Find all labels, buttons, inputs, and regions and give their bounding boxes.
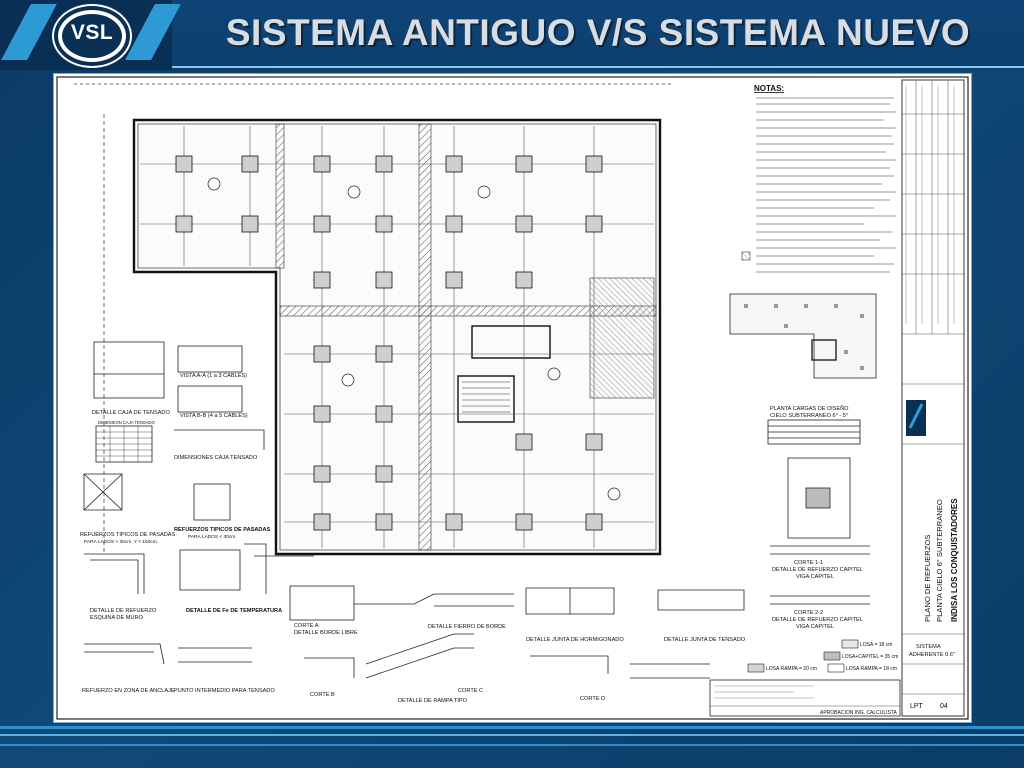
label-dimensiones-caja: DIMENSIONES CAJA TENSADO <box>174 455 258 461</box>
label-refuerzos-pasadas-a: REFUERZOS TIPICOS DE PASADAS <box>80 532 175 538</box>
label-corte-a: CORTE A <box>294 623 319 629</box>
title-block: PLANO DE REFUERZOS PLANTA CIELO 6° SUBTE… <box>901 79 965 717</box>
legend-losa: LOSA = 18 cm <box>860 642 892 648</box>
label-detalle-temperatura: DETALLE DE Fe DE TEMPERATURA <box>186 608 282 614</box>
notes-block: NOTAS: <box>741 84 896 273</box>
info-block: APROBACION ING. CALCULISTA <box>709 679 901 717</box>
tb-proyecto: INDISA LOS CONQUISTADORES <box>950 498 959 622</box>
label-corte-c: CORTE C <box>458 688 483 694</box>
label-vista-bb: VISTA B-B (4 a 5 CABLES) <box>180 413 248 419</box>
slab-legend: LOSA = 18 cm LOSA+CAPITEL = 35 cm LOSA R… <box>747 639 898 673</box>
label-viga-capitel-2: VIGA CAPITEL <box>796 624 834 630</box>
label-corte-d: CORTE D <box>580 696 605 702</box>
label-planta-cargas: PLANTA CARGAS DE DISEÑO <box>770 405 849 412</box>
tb-plano: PLANO DE REFUERZOS <box>923 535 932 622</box>
footer-line-2 <box>0 734 1024 736</box>
tb-sheet: 04 <box>940 703 948 710</box>
label-dimension-caja-table: DIMENSION CAJA TENSADO <box>98 420 155 425</box>
label-corte-11: CORTE 1-1 <box>794 560 823 566</box>
tb-sistema: SISTEMA <box>916 644 941 650</box>
tb-planta: PLANTA CIELO 6° SUBTERRANEO <box>935 499 944 622</box>
notes-title: NOTAS: <box>754 84 784 93</box>
grid-axis-markers <box>74 83 674 554</box>
label-pasadas-lados-b: PARA LADOS < 30cm. <box>188 534 237 540</box>
legend-losa-capitel: LOSA+CAPITEL = 35 cm <box>842 654 898 660</box>
label-viga-capitel: VIGA CAPITEL <box>796 574 834 580</box>
label-detalle-rampa: DETALLE DE RAMPA TIPO <box>398 698 468 704</box>
sheet-border <box>56 76 969 720</box>
label-corte-22: CORTE 2-2 <box>794 610 823 616</box>
label-fierro-borde: DETALLE FIERRO DE BORDE <box>428 624 506 630</box>
legend-losa-rampa-a: LOSA RAMPA = 20 cm <box>766 666 817 672</box>
label-cielo-sub: CIELO SUBTERRANEO 6° - 5° <box>770 413 848 419</box>
label-pasadas-lados-a: PARA LADOS > 30cm. Y < 160cm. <box>84 539 158 545</box>
label-borde-libre: DETALLE BORDE LIBRE <box>294 630 358 636</box>
label-punto-intermedio: PUNTO INTERMEDIO PARA TENSADO <box>174 688 275 694</box>
legend-losa-rampa-b: LOSA RAMPA = 18 cm <box>846 666 897 672</box>
drawing-labels: VISTA A-A (1 a 3 CABLES) VISTA B-B (4 a … <box>80 373 863 704</box>
label-detalle-capitel-2: DETALLE DE REFUERZO CAPITEL <box>772 617 863 623</box>
drawing-svg: NOTAS: VISTA A-A (1 a 3 CABLES) VISTA B-… <box>56 76 969 720</box>
title-underline <box>172 66 1024 68</box>
logo-badge: VSL <box>54 6 130 66</box>
tb-aprobacion: APROBACION ING. CALCULISTA <box>820 710 898 716</box>
footer-line-1 <box>0 726 1024 729</box>
floor-plan <box>132 118 662 556</box>
label-detalle-esquina: DETALLE DE REFUERZO <box>90 608 157 614</box>
label-detalle-caja: DETALLE CAJA DE TENSADO <box>92 410 170 416</box>
label-refuerzo-anclaje: REFUERZO EN ZONA DE ANCLAJE <box>82 688 175 694</box>
tb-code: LPT <box>910 703 924 710</box>
engineering-drawing: NOTAS: VISTA A-A (1 a 3 CABLES) VISTA B-… <box>54 74 971 722</box>
label-junta-tensado: DETALLE JUNTA DE TENSADO <box>664 637 746 643</box>
label-detalle-capitel: DETALLE DE REFUERZO CAPITEL <box>772 567 863 573</box>
detail-drawings-left <box>83 341 314 665</box>
detail-drawings-bottom <box>289 585 745 679</box>
label-vista-aa: VISTA A-A (1 a 3 CABLES) <box>180 373 247 379</box>
logo-text: VSL <box>70 21 114 44</box>
label-corte-b: CORTE B <box>310 692 335 698</box>
label-esquina-muro: ESQUINA DE MURO <box>90 615 143 621</box>
detail-drawings-right <box>729 293 877 605</box>
label-junta-hormigonado: DETALLE JUNTA DE HORMIGONADO <box>526 637 624 643</box>
tb-adherente: ADHERENTE 0.6" <box>909 652 955 658</box>
label-refuerzos-pasadas-b: REFUERZOS TIPICOS DE PASADAS <box>174 527 271 533</box>
logo-stripe-left <box>1 4 57 60</box>
logo: VSL <box>0 0 181 70</box>
footer-line-3 <box>0 744 1024 746</box>
slide-title: SISTEMA ANTIGUO V/S SISTEMA NUEVO <box>225 12 971 53</box>
